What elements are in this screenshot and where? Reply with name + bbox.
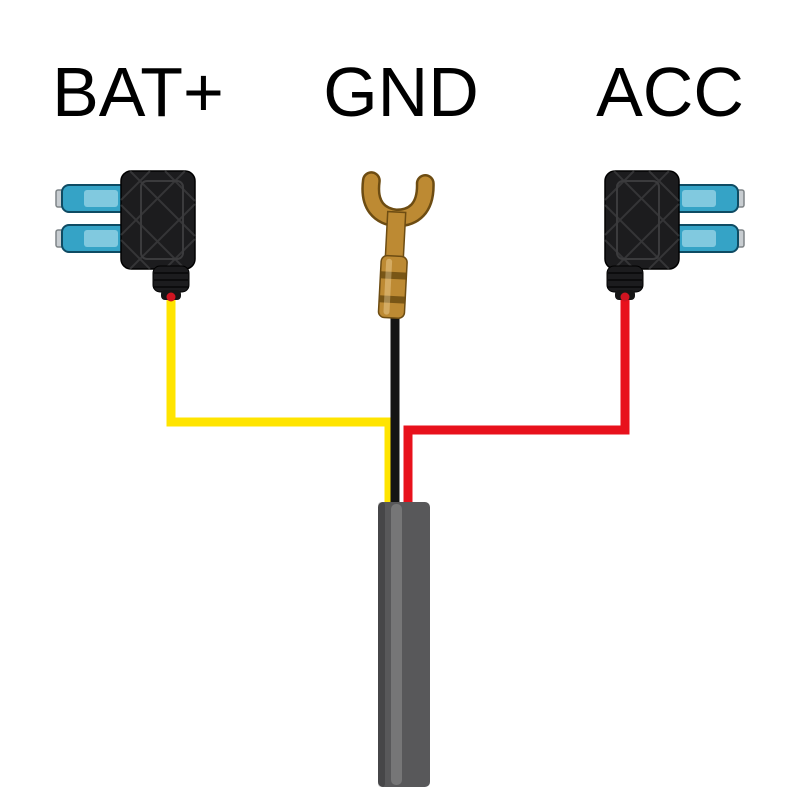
- fuse-tap-body-texture: [604, 170, 680, 270]
- ground-fork-terminal: [361, 171, 435, 320]
- fuse-tap-bat: [55, 170, 196, 302]
- mini-fuse-window: [682, 230, 716, 247]
- label-acc: ACC: [596, 53, 744, 131]
- power-cable: [378, 502, 430, 787]
- wire-acc-red: [403, 282, 630, 508]
- fuse-tap-body-texture: [120, 170, 196, 270]
- strain-relief-ridges: [608, 272, 642, 288]
- terminal-neck: [384, 210, 407, 262]
- label-bat: BAT+: [52, 53, 224, 131]
- crimp-band: [378, 295, 406, 304]
- fuse-tap-acc: [604, 170, 745, 302]
- wires: [166, 282, 630, 508]
- mini-fuse-window: [84, 230, 118, 247]
- fuse-tap-body-panel: [140, 180, 184, 260]
- mini-fuse-window: [682, 190, 716, 207]
- crimp-barrel: [377, 254, 408, 320]
- wire-seal: [166, 292, 176, 302]
- cable-highlight: [391, 504, 402, 785]
- cable-jacket: [378, 502, 430, 787]
- mini-fuse-window: [84, 190, 118, 207]
- barrel-highlight: [383, 258, 393, 315]
- crimp-band: [380, 271, 407, 280]
- label-gnd: GND: [323, 53, 479, 131]
- fuse-tap-body-panel: [616, 180, 660, 260]
- wire-bat-yellow: [166, 282, 394, 508]
- strain-relief-ridges: [154, 272, 188, 288]
- cable-shadow: [378, 502, 385, 787]
- labels: BAT+ GND ACC: [52, 53, 744, 131]
- wire-seal: [620, 292, 630, 302]
